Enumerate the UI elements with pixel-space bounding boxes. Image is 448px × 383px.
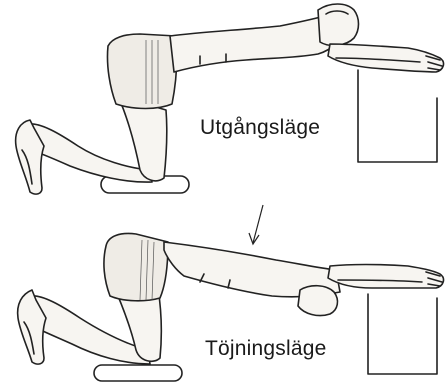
caption-start-position: Utgångsläge xyxy=(200,116,320,140)
knee-pad-bottom xyxy=(94,365,182,381)
support-box-bottom xyxy=(368,294,437,374)
downward-arrow-icon xyxy=(249,205,263,244)
support-box-top xyxy=(358,70,437,162)
caption-stretch-position: Töjningsläge xyxy=(205,337,326,361)
figure-start-position xyxy=(16,4,444,194)
